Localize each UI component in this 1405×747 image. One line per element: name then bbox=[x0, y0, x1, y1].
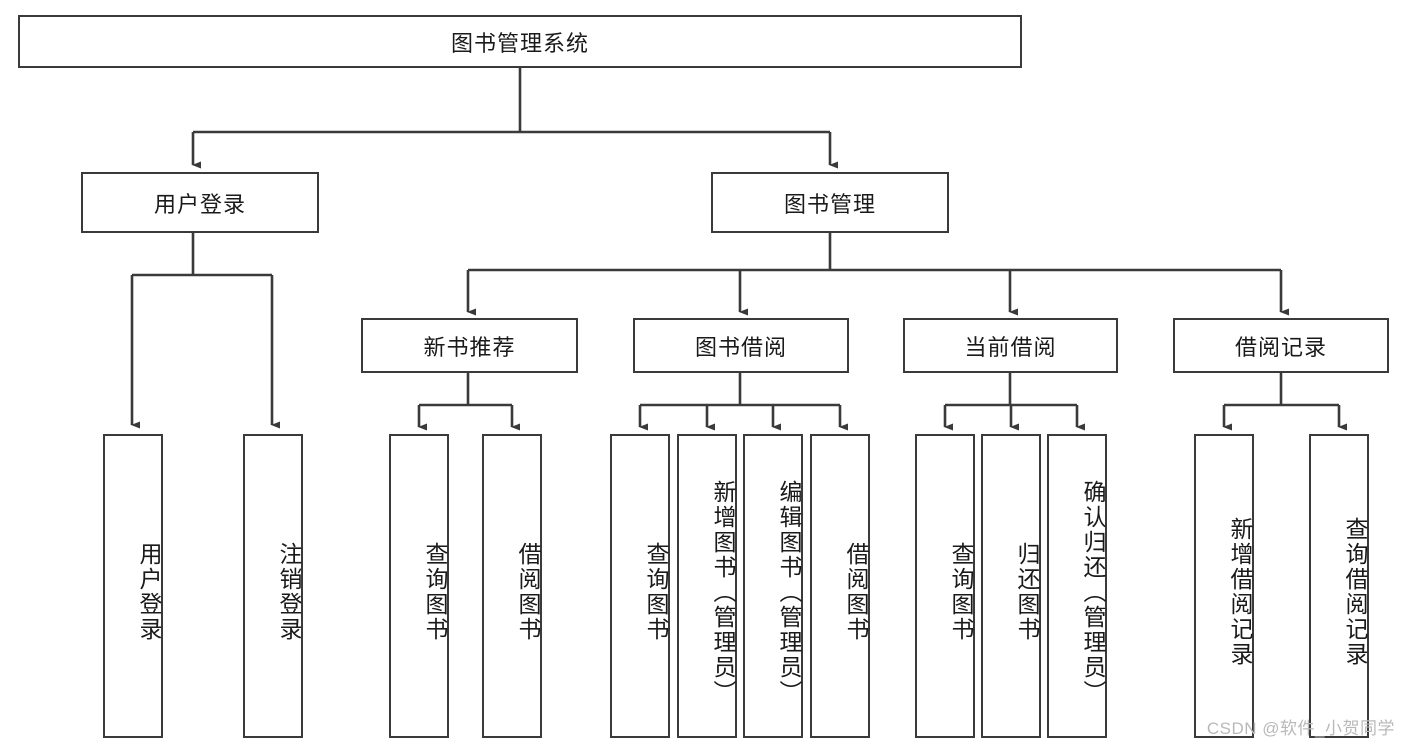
node-leaf-query-book-2[interactable]: 查询图书 bbox=[610, 434, 670, 738]
node-leaf-edit-book[interactable]: 编辑图书（管理员） bbox=[743, 434, 803, 738]
node-leaf-query-book-1-label: 查询图书 bbox=[422, 542, 448, 642]
node-leaf-return-book-label: 归还图书 bbox=[1014, 542, 1040, 642]
node-leaf-query-book-3-label: 查询图书 bbox=[948, 542, 974, 642]
node-leaf-borrow-book-2-label: 借阅图书 bbox=[843, 542, 869, 642]
node-leaf-return-book[interactable]: 归还图书 bbox=[981, 434, 1041, 738]
node-root-label: 图书管理系统 bbox=[450, 30, 589, 56]
node-leaf-user-login[interactable]: 用户登录 bbox=[103, 434, 163, 738]
node-new-book-rec-label: 新书推荐 bbox=[423, 334, 516, 360]
node-leaf-edit-book-label: 编辑图书（管理员） bbox=[776, 479, 802, 705]
node-user-login[interactable]: 用户登录 bbox=[81, 172, 319, 233]
node-book-manage[interactable]: 图书管理 bbox=[711, 172, 949, 233]
node-leaf-query-book-1[interactable]: 查询图书 bbox=[389, 434, 449, 738]
node-leaf-confirm-return-label: 确认归还（管理员） bbox=[1080, 479, 1106, 705]
node-leaf-logout[interactable]: 注销登录 bbox=[243, 434, 303, 738]
node-current-borrow-label: 当前借阅 bbox=[964, 334, 1057, 360]
node-leaf-user-login-label: 用户登录 bbox=[136, 542, 162, 642]
node-book-manage-label: 图书管理 bbox=[783, 191, 876, 217]
node-leaf-query-record[interactable]: 查询借阅记录 bbox=[1309, 434, 1369, 738]
node-leaf-borrow-book-1-label: 借阅图书 bbox=[515, 542, 541, 642]
node-leaf-add-record[interactable]: 新增借阅记录 bbox=[1194, 434, 1254, 738]
node-leaf-query-record-label: 查询借阅记录 bbox=[1342, 517, 1368, 667]
node-borrow-record-label: 借阅记录 bbox=[1234, 334, 1327, 360]
watermark-text: CSDN @软件_小贺同学 bbox=[1206, 719, 1395, 738]
node-leaf-query-book-3[interactable]: 查询图书 bbox=[915, 434, 975, 738]
node-leaf-add-book[interactable]: 新增图书（管理员） bbox=[677, 434, 737, 738]
node-leaf-add-book-label: 新增图书（管理员） bbox=[710, 479, 736, 705]
node-book-borrow[interactable]: 图书借阅 bbox=[633, 318, 849, 373]
node-root[interactable]: 图书管理系统 bbox=[18, 15, 1022, 68]
node-leaf-confirm-return[interactable]: 确认归还（管理员） bbox=[1047, 434, 1107, 738]
node-book-borrow-label: 图书借阅 bbox=[694, 334, 787, 360]
node-leaf-query-book-2-label: 查询图书 bbox=[643, 542, 669, 642]
node-new-book-rec[interactable]: 新书推荐 bbox=[361, 318, 578, 373]
node-leaf-logout-label: 注销登录 bbox=[276, 542, 302, 642]
node-leaf-borrow-book-1[interactable]: 借阅图书 bbox=[482, 434, 542, 738]
node-borrow-record[interactable]: 借阅记录 bbox=[1173, 318, 1389, 373]
node-user-login-label: 用户登录 bbox=[153, 191, 246, 217]
node-leaf-borrow-book-2[interactable]: 借阅图书 bbox=[810, 434, 870, 738]
node-leaf-add-record-label: 新增借阅记录 bbox=[1227, 517, 1253, 667]
node-current-borrow[interactable]: 当前借阅 bbox=[903, 318, 1118, 373]
